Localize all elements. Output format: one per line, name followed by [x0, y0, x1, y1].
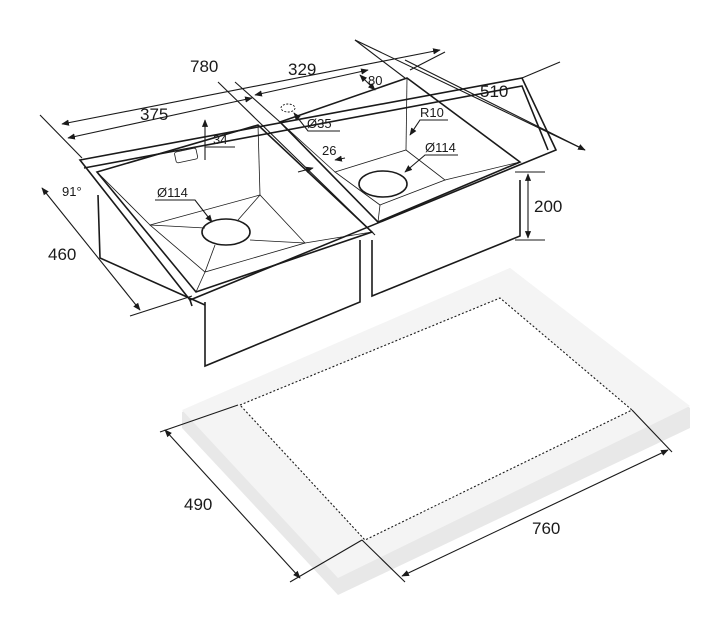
dim-780: 780: [190, 57, 218, 76]
dim-angle: 91°: [62, 184, 82, 199]
left-drain: [201, 218, 251, 246]
dim-375: 375: [140, 105, 168, 124]
tap-hole-label: Ø35: [307, 116, 332, 131]
dim-760: 760: [532, 519, 560, 538]
dim-490: 490: [184, 495, 212, 514]
dim-329: 329: [288, 60, 316, 79]
dim-510: 510: [480, 82, 508, 101]
dimension-lines: [39, 39, 673, 583]
dim-80: 80: [368, 73, 382, 88]
left-drain-label: Ø114: [157, 185, 188, 200]
dim-200: 200: [534, 197, 562, 216]
right-drain-label: Ø114: [425, 140, 456, 155]
dim-460: 460: [48, 245, 76, 264]
right-drain: [358, 170, 408, 198]
dim-26: 26: [322, 143, 336, 158]
countertop-slab: [182, 268, 690, 595]
dim-34: 34: [213, 132, 227, 147]
tap-hole: [280, 103, 296, 113]
radius-label: R10: [420, 105, 444, 120]
overflow-icon: [174, 147, 199, 164]
cutout-outline: [239, 297, 633, 541]
